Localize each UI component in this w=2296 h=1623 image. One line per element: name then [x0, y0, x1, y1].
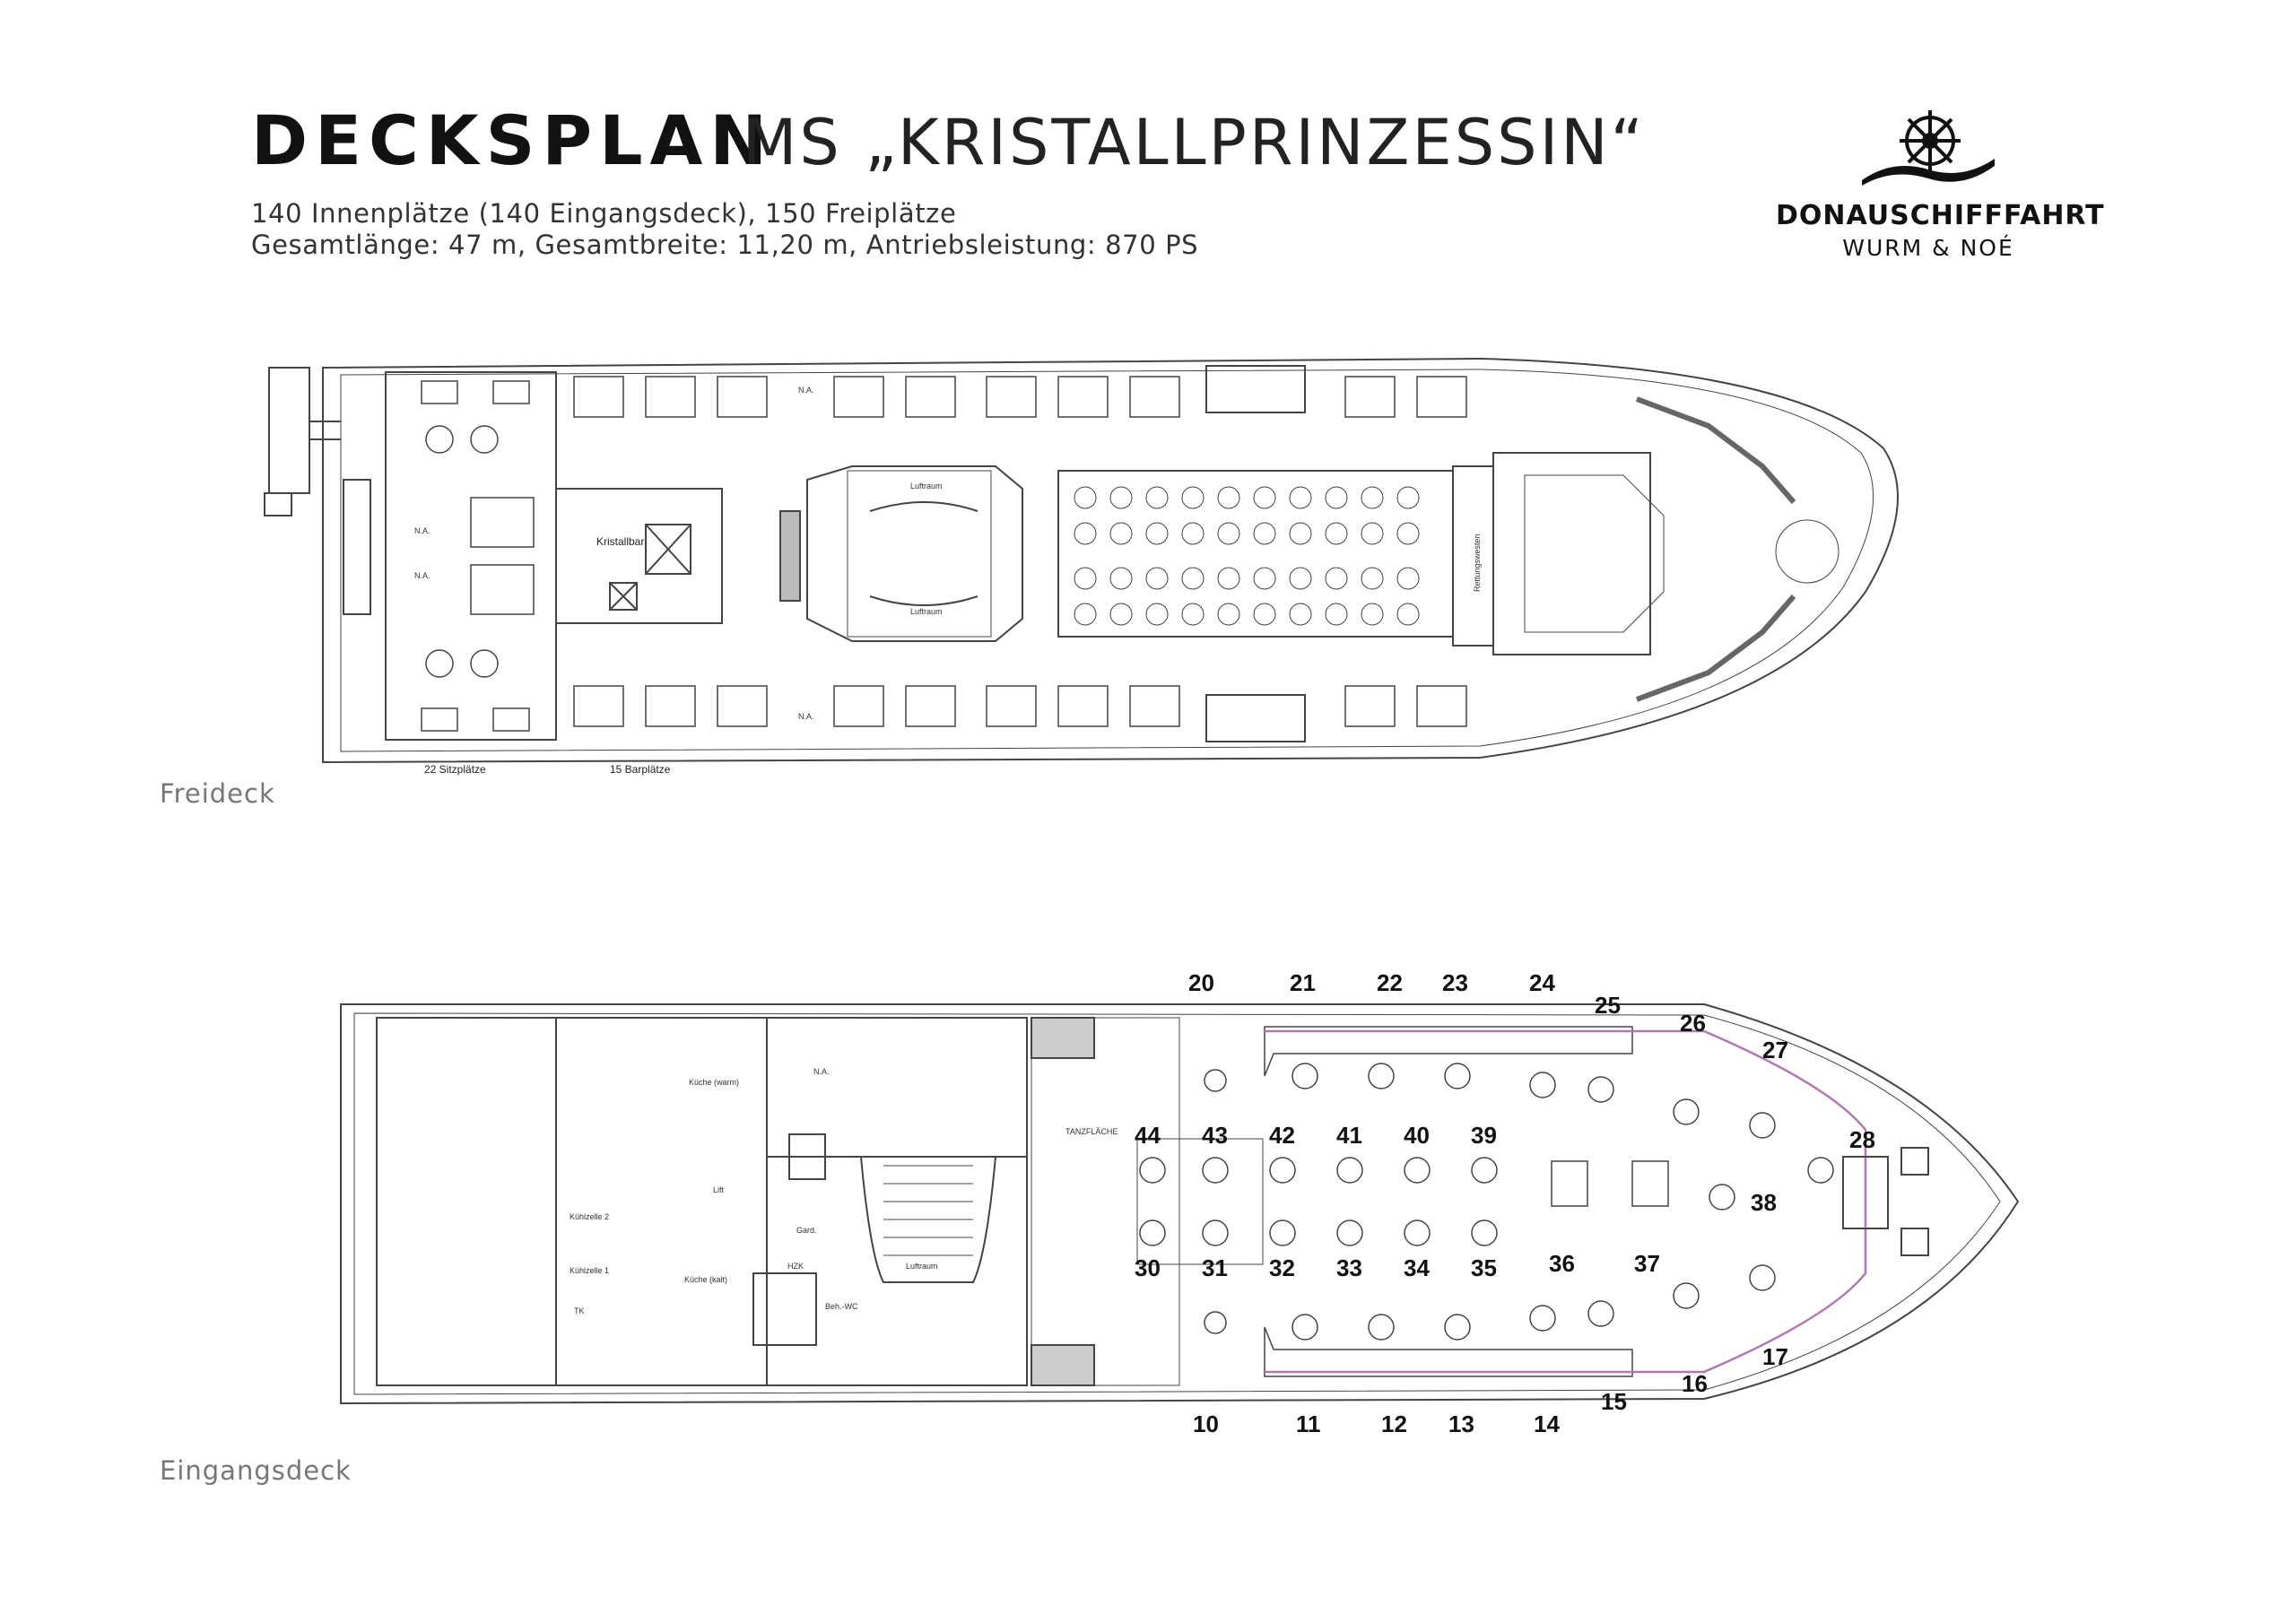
- entry-deck-plan: [340, 1003, 2020, 1405]
- window-number-28: 28: [1849, 1126, 1875, 1153]
- table-number-39: 39: [1471, 1122, 1497, 1149]
- logo-company-name: DONAUSCHIFFFAHRT: [1776, 200, 2105, 231]
- tk-label: TK: [574, 1306, 585, 1315]
- gard-label: Gard.: [796, 1226, 817, 1235]
- window-number-12: 12: [1381, 1410, 1407, 1437]
- window-number-24: 24: [1529, 969, 1555, 996]
- aft-lounge: [385, 371, 557, 741]
- window-number-21: 21: [1290, 969, 1316, 996]
- table-number-32: 32: [1269, 1254, 1295, 1281]
- table-number-40: 40: [1404, 1122, 1430, 1149]
- free-deck-table-rows: [573, 376, 1467, 727]
- table-number-41: 41: [1336, 1122, 1362, 1149]
- galley-area: [555, 1017, 768, 1386]
- salon-tables: [1136, 1063, 1834, 1341]
- table-number-43: 43: [1202, 1122, 1228, 1149]
- window-numbers: 20 21 22 23 24 25 26 27 28 10 11 12 13 1…: [1188, 969, 1875, 1437]
- ship-wheel-wave-icon: [1862, 110, 1995, 186]
- window-number-26: 26: [1680, 1010, 1706, 1037]
- logo-company-subtitle: WURM & NOÉ: [1842, 235, 2014, 261]
- entry-deck-annotations: Küche (warm) Kühlzelle 2 Kühlzelle 1 Küc…: [570, 1067, 1118, 1315]
- luftraum-bottom-label: Luftraum: [910, 607, 943, 616]
- ship-name: MS „KRISTALLPRINZESSIN“: [743, 106, 1646, 179]
- window-number-10: 10: [1193, 1410, 1219, 1437]
- free-deck-plan: [264, 357, 1899, 764]
- bow-cabin: [1492, 452, 1651, 655]
- stairs-bottom: [1205, 694, 1306, 742]
- window-number-22: 22: [1377, 969, 1403, 996]
- window-number-16: 16: [1682, 1370, 1708, 1397]
- hzk-label: HZK: [787, 1262, 804, 1271]
- entry-luftraum-label: Luftraum: [906, 1262, 938, 1271]
- sundeck-chairs: [1074, 486, 1420, 626]
- table-number-37: 37: [1634, 1250, 1660, 1277]
- atrium-opening: [806, 465, 1023, 642]
- na-label-4: N.A.: [414, 571, 430, 580]
- kueche-warm-label: Küche (warm): [689, 1078, 739, 1087]
- lift-label: Lift: [713, 1185, 725, 1194]
- bar-seats-label: 15 Barplätze: [610, 763, 671, 776]
- table-number-42: 42: [1269, 1122, 1295, 1149]
- table-number-38: 38: [1751, 1189, 1777, 1216]
- window-number-15: 15: [1601, 1388, 1627, 1415]
- free-deck-label: Freideck: [160, 778, 275, 809]
- kuehlzelle2-label: Kühlzelle 2: [570, 1212, 609, 1221]
- window-number-11: 11: [1296, 1410, 1321, 1437]
- stairs-top: [1205, 365, 1306, 413]
- beh-wc-label: Beh.-WC: [825, 1302, 858, 1311]
- luftraum-top-label: Luftraum: [910, 482, 943, 490]
- table-number-31: 31: [1202, 1254, 1228, 1281]
- window-number-27: 27: [1762, 1037, 1788, 1063]
- kristallbar: [555, 488, 723, 624]
- free-deck-annotations: 22 Sitzplätze 15 Barplätze Kristallbar L…: [414, 386, 1482, 776]
- table-numbers: 30 31 32 33 34 35 36 37 38 39 40 41 42 4…: [1135, 1122, 1777, 1281]
- tanzflaeche-label: TANZFLÄCHE: [1065, 1127, 1118, 1136]
- table-number-35: 35: [1471, 1254, 1497, 1281]
- capacity-info: 140 Innenplätze (140 Eingangsdeck), 150 …: [251, 198, 957, 229]
- entry-na-label: N.A.: [813, 1067, 830, 1076]
- salon-window-line: [1265, 1029, 1867, 1374]
- table-number-44: 44: [1135, 1122, 1161, 1149]
- kueche-kalt-label: Küche (kalt): [684, 1275, 727, 1284]
- window-number-13: 13: [1448, 1410, 1474, 1437]
- table-number-33: 33: [1336, 1254, 1362, 1281]
- entry-deck-label: Eingangsdeck: [160, 1455, 352, 1486]
- na-label-2: N.A.: [798, 712, 814, 721]
- kuehlzelle1-label: Kühlzelle 1: [570, 1266, 609, 1275]
- free-deck-hull: [322, 357, 1899, 764]
- table-number-36: 36: [1549, 1250, 1575, 1277]
- na-label-3: N.A.: [414, 526, 430, 535]
- entry-deck-hull: [340, 1003, 2020, 1405]
- rettungswesten-label: Rettungswesten: [1473, 534, 1482, 592]
- ship-specs: Gesamtlänge: 47 m, Gesamtbreite: 11,20 m…: [251, 230, 1199, 260]
- table-number-30: 30: [1135, 1254, 1161, 1281]
- na-label-1: N.A.: [798, 386, 814, 395]
- sundeck-seating: [1057, 470, 1454, 638]
- window-number-14: 14: [1534, 1410, 1560, 1437]
- window-number-25: 25: [1595, 992, 1621, 1019]
- window-number-20: 20: [1188, 969, 1214, 996]
- page-title: DECKSPLAN: [251, 100, 774, 180]
- window-number-23: 23: [1442, 969, 1468, 996]
- entry-stairs: [860, 1156, 997, 1283]
- window-number-17: 17: [1762, 1343, 1788, 1370]
- seats-count-label: 22 Sitzplätze: [424, 763, 486, 776]
- kristallbar-label: Kristallbar: [596, 535, 644, 548]
- table-number-34: 34: [1404, 1254, 1430, 1281]
- stern-unit: [268, 367, 310, 494]
